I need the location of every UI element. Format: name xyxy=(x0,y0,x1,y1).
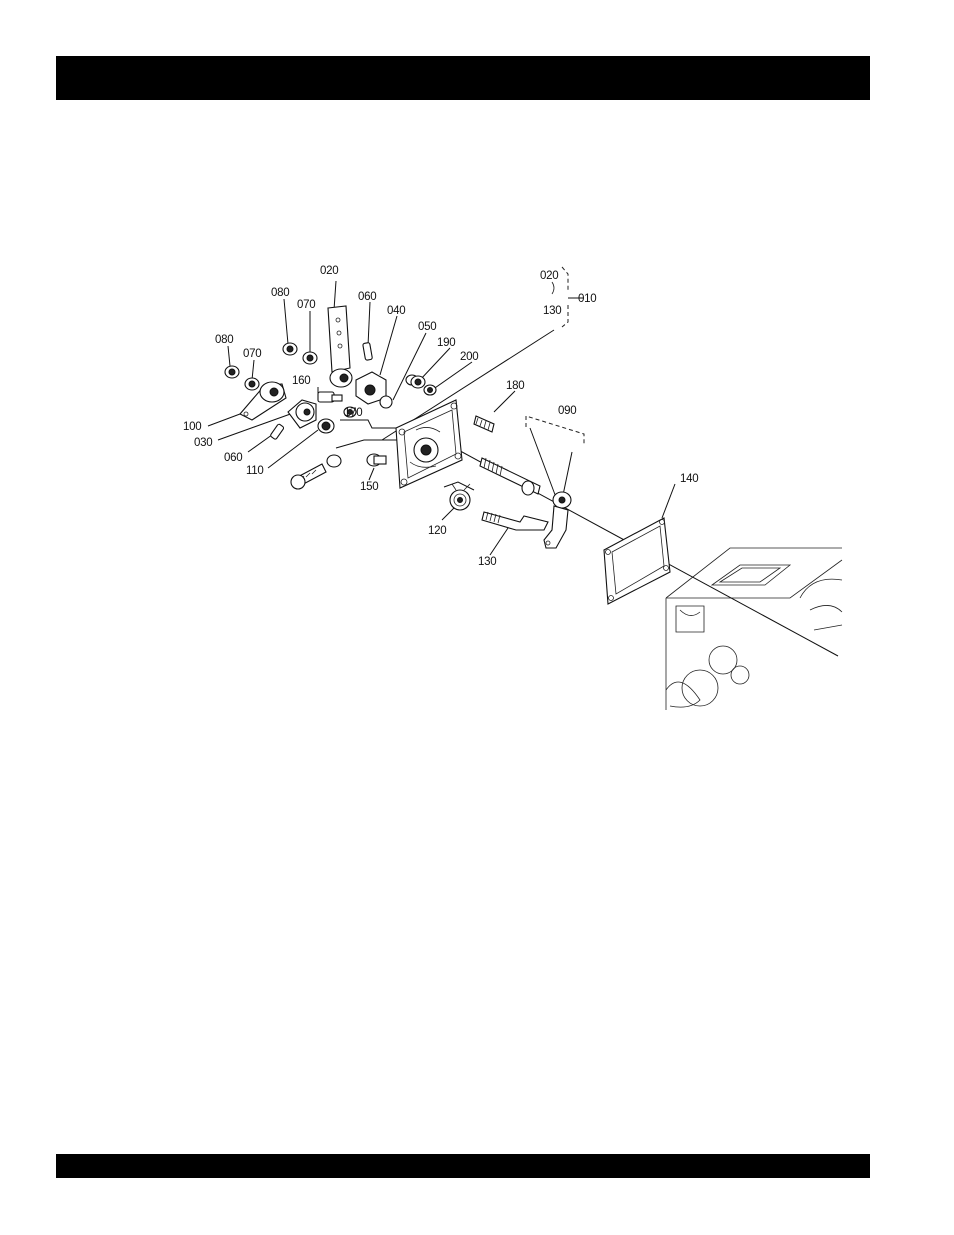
label-170: 170 xyxy=(344,407,362,419)
part-080-upper-nut xyxy=(283,343,297,355)
footer-bar xyxy=(56,1154,870,1178)
label-100: 100 xyxy=(183,421,201,433)
label-070-lower: 070 xyxy=(243,348,261,360)
label-200: 200 xyxy=(460,351,478,363)
label-130: 130 xyxy=(478,556,496,568)
label-130-group: 130 xyxy=(543,305,561,317)
part-200-washer xyxy=(424,385,436,395)
engine-block xyxy=(666,548,842,710)
label-150: 150 xyxy=(360,481,378,493)
label-080-lower: 080 xyxy=(215,334,233,346)
part-150-bolt xyxy=(367,454,386,466)
part-140-gasket xyxy=(604,518,670,604)
label-140: 140 xyxy=(680,473,698,485)
label-080-upper: 080 xyxy=(271,287,289,299)
part-180-stud xyxy=(474,416,494,432)
label-050: 050 xyxy=(418,321,436,333)
label-040: 040 xyxy=(387,305,405,317)
label-060-bottom: 060 xyxy=(224,452,242,464)
part-060-upper-pin xyxy=(363,342,373,360)
label-190: 190 xyxy=(437,337,455,349)
part-160-bolt xyxy=(318,392,342,402)
part-020-lever xyxy=(328,306,352,387)
part-bolt-left xyxy=(291,455,341,489)
part-120-spring xyxy=(450,484,470,510)
part-190-nut xyxy=(411,376,425,388)
part-040-collar xyxy=(356,372,392,408)
label-120: 120 xyxy=(428,525,446,537)
part-030-lever xyxy=(288,400,316,428)
label-070-upper: 070 xyxy=(297,299,315,311)
part-090-lever xyxy=(544,492,571,548)
label-010: 010 xyxy=(578,293,596,305)
part-090-shaft xyxy=(480,458,540,495)
part-cover-plate xyxy=(396,400,462,488)
label-160: 160 xyxy=(292,375,310,387)
label-020-group: 020 xyxy=(540,270,558,282)
part-080-lower-nut xyxy=(225,366,239,378)
label-030: 030 xyxy=(194,437,212,449)
label-180: 180 xyxy=(506,380,524,392)
label-110: 110 xyxy=(246,465,263,477)
part-130-shaft xyxy=(482,512,548,530)
part-110-washer xyxy=(318,419,334,433)
label-090: 090 xyxy=(558,405,576,417)
part-060-lower-pin xyxy=(270,424,284,440)
part-070-lower-washer xyxy=(245,378,259,390)
label-060-top: 060 xyxy=(358,291,376,303)
part-070-upper-washer xyxy=(303,352,317,364)
label-020-top: 020 xyxy=(320,265,338,277)
